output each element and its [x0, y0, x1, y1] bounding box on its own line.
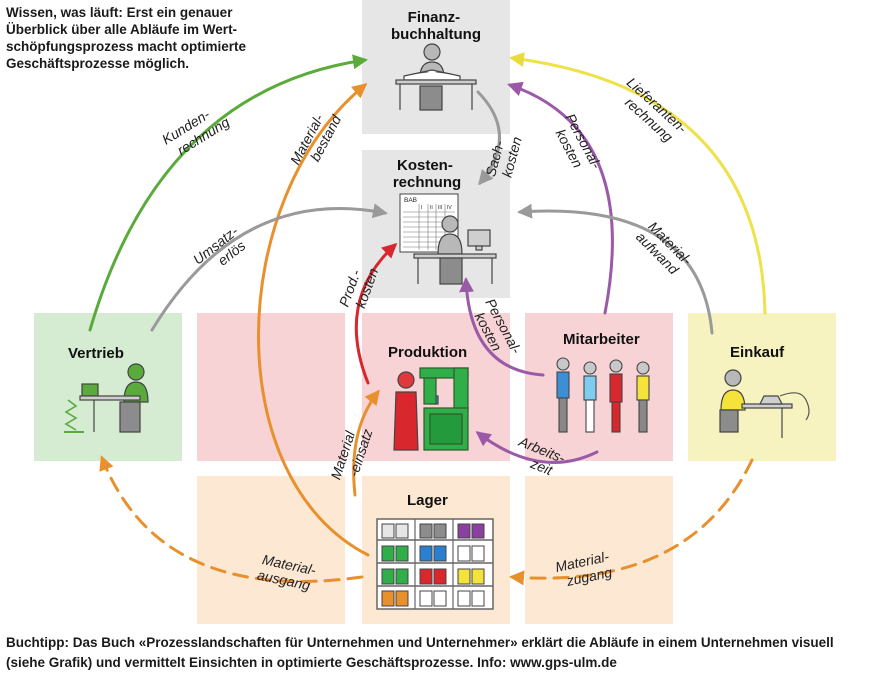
arrow-lieferantenrechnung: [509, 52, 767, 315]
arrow-sachkosten: [476, 90, 501, 186]
employees-group-icon: [556, 357, 650, 433]
cost-accountant-figure-icon: [413, 215, 497, 285]
peach-box-right: [525, 476, 673, 624]
footer-line: Buchtipp: Das Buch «Prozesslandschaften …: [6, 635, 834, 650]
intro-line: Wissen, was läuft: Erst ein genauer: [6, 5, 233, 20]
finanz-title: buchhaltung: [391, 26, 481, 43]
arrow-materialaufwand: [517, 203, 714, 335]
production-machine-icon: [419, 367, 469, 451]
process-landscape-diagram: Finanz- buchhaltung Kosten- rechnung Ver…: [34, 0, 836, 624]
einkauf-title: Einkauf: [730, 344, 785, 361]
footer-text: Buchtipp: Das Buch «Prozesslandschaften …: [6, 633, 871, 673]
peach-box-left: [197, 476, 345, 624]
arrow-prodkosten: [354, 242, 398, 385]
accountant-figure-icon: [395, 43, 477, 111]
arrow-materialausgang: [99, 455, 364, 583]
arrow-materialzugang: [509, 458, 754, 586]
mitarbeiter-title: Mitarbeiter: [563, 331, 640, 348]
purchasing-figure-icon: [719, 369, 810, 438]
bab-title: BAB: [404, 197, 417, 204]
label-sachkosten: Sach- kosten: [482, 131, 525, 183]
arrow-umsatzerloes: [150, 203, 388, 332]
arrow-personalkosten-top: [507, 81, 614, 315]
arrow-personalkosten-mid: [459, 277, 545, 377]
arrow-arbeitszeit: [475, 431, 599, 464]
kosten-title: Kosten-: [397, 157, 453, 174]
sales-figure-icon: [64, 363, 149, 433]
label-kundenrechnung: Kunden- rechnung: [159, 99, 232, 162]
svg-text:Kosten- rechnung: Kosten- rechnung: [393, 157, 461, 191]
intro-line: schöpfungsprozess macht optimierte: [6, 39, 247, 54]
label-lieferantenrechnung: Lieferanten- rechnung: [613, 74, 693, 150]
arrow-materialbestand: [257, 83, 370, 557]
lager-title: Lager: [407, 492, 448, 509]
finanz-title: Finanz-: [408, 9, 461, 26]
pink-box-left: [197, 313, 345, 461]
einkauf-box: [688, 313, 836, 461]
label-umsatzerloes: Umsatz- erlös: [190, 221, 254, 281]
arrow-materialeinsatz: [352, 389, 380, 497]
intro-line: Überblick über alle Abläufe im Wert-: [6, 22, 238, 37]
warehouse-shelf-icon: [376, 518, 494, 610]
vertrieb-title: Vertrieb: [68, 345, 124, 362]
produktion-title: Produktion: [388, 344, 467, 361]
bab-col-label: I: [421, 205, 422, 211]
vertrieb-box: [34, 313, 182, 461]
bab-col-label: IV: [447, 205, 452, 211]
intro-line: Geschäftsprozesse möglich.: [6, 56, 190, 71]
kosten-title: rechnung: [393, 174, 461, 191]
bab-col-label: II: [430, 205, 433, 211]
footer-line: (siehe Grafik) und vermittelt Einsichten…: [6, 655, 617, 670]
bab-col-label: III: [438, 205, 442, 211]
label-personalkosten-top: Personal- kosten: [548, 111, 606, 182]
arrow-kundenrechnung: [88, 54, 368, 332]
svg-text:Finanz- buchhaltung: Finanz- buchhaltung: [391, 9, 481, 43]
bab-sheet-icon: BAB I II III IV: [399, 193, 459, 253]
intro-text: Wissen, was läuft: Erst ein genauer Über…: [6, 4, 336, 72]
label-line: kosten: [499, 135, 525, 179]
